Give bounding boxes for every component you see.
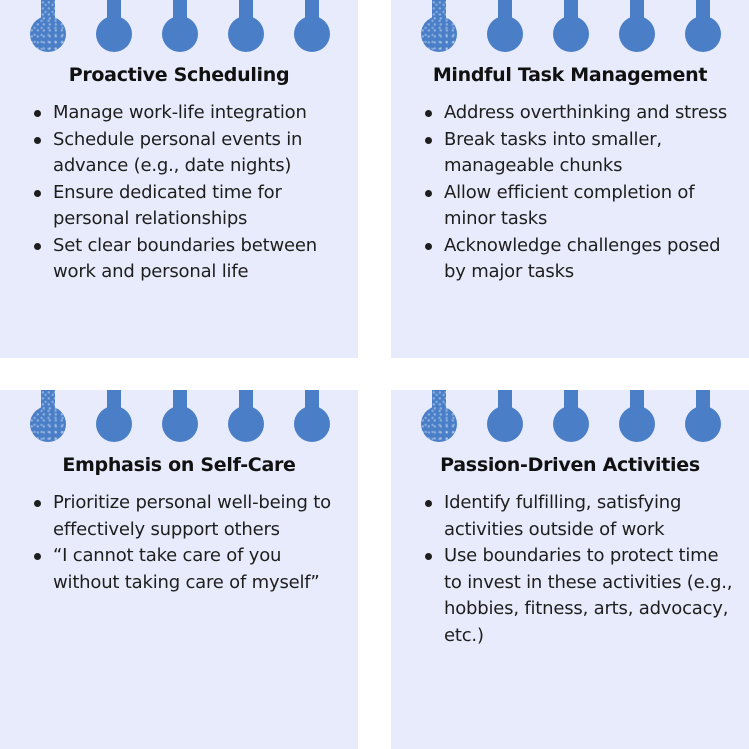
binder-ring-icon — [685, 0, 721, 55]
binder-ring-icon — [553, 0, 589, 55]
list-item: Ensure dedicated time for personal relat… — [32, 180, 344, 233]
bullet-list: Identify fulfilling, satisfying activiti… — [423, 490, 735, 649]
binder-ring-icon — [96, 390, 132, 445]
binder-ring-icon — [96, 0, 132, 55]
binder-ring-icon — [487, 390, 523, 445]
list-item: Set clear boundaries between work and pe… — [32, 233, 344, 286]
list-item: Allow efficient completion of minor task… — [423, 180, 735, 233]
binder-ring-icon — [30, 390, 66, 445]
card-title: Emphasis on Self-Care — [62, 454, 296, 476]
bullet-list: Prioritize personal well-being to effect… — [32, 490, 344, 596]
list-item: Prioritize personal well-being to effect… — [32, 490, 344, 543]
binder-ring-icon — [487, 0, 523, 55]
binder-ring-icon — [162, 0, 198, 55]
binder-ring-icon — [421, 0, 457, 55]
list-item: “I cannot take care of you without takin… — [32, 543, 344, 596]
binder-ring-icon — [30, 0, 66, 55]
list-item: Address overthinking and stress — [423, 100, 735, 127]
binder-ring-icon — [685, 390, 721, 445]
card-passion-driven-activities: Passion-Driven Activities Identify fulfi… — [391, 390, 749, 749]
binder-ring-icon — [294, 390, 330, 445]
card-title: Passion-Driven Activities — [440, 454, 700, 476]
list-item: Schedule personal events in advance (e.g… — [32, 127, 344, 180]
binder-ring-icon — [619, 0, 655, 55]
binder-rings — [391, 390, 749, 450]
list-item: Manage work-life integration — [32, 100, 344, 127]
list-item: Identify fulfilling, satisfying activiti… — [423, 490, 735, 543]
bullet-list: Manage work-life integration Schedule pe… — [32, 100, 344, 286]
binder-ring-icon — [421, 390, 457, 445]
card-title: Mindful Task Management — [432, 64, 708, 86]
list-item: Break tasks into smaller, manageable chu… — [423, 127, 735, 180]
binder-ring-icon — [228, 0, 264, 55]
binder-ring-icon — [553, 390, 589, 445]
card-mindful-task-management: Mindful Task Management Address overthin… — [391, 0, 749, 358]
binder-ring-icon — [228, 390, 264, 445]
card-title: Proactive Scheduling — [68, 64, 290, 86]
card-proactive-scheduling: Proactive Scheduling Manage work-life in… — [0, 0, 358, 358]
bullet-list: Address overthinking and stress Break ta… — [423, 100, 735, 286]
binder-rings — [0, 390, 358, 450]
list-item: Use boundaries to protect time to invest… — [423, 543, 735, 649]
binder-ring-icon — [619, 390, 655, 445]
list-item: Acknowledge challenges posed by major ta… — [423, 233, 735, 286]
binder-rings — [391, 0, 749, 60]
binder-ring-icon — [162, 390, 198, 445]
binder-ring-icon — [294, 0, 330, 55]
card-emphasis-on-self-care: Emphasis on Self-Care Prioritize persona… — [0, 390, 358, 749]
binder-rings — [0, 0, 358, 60]
